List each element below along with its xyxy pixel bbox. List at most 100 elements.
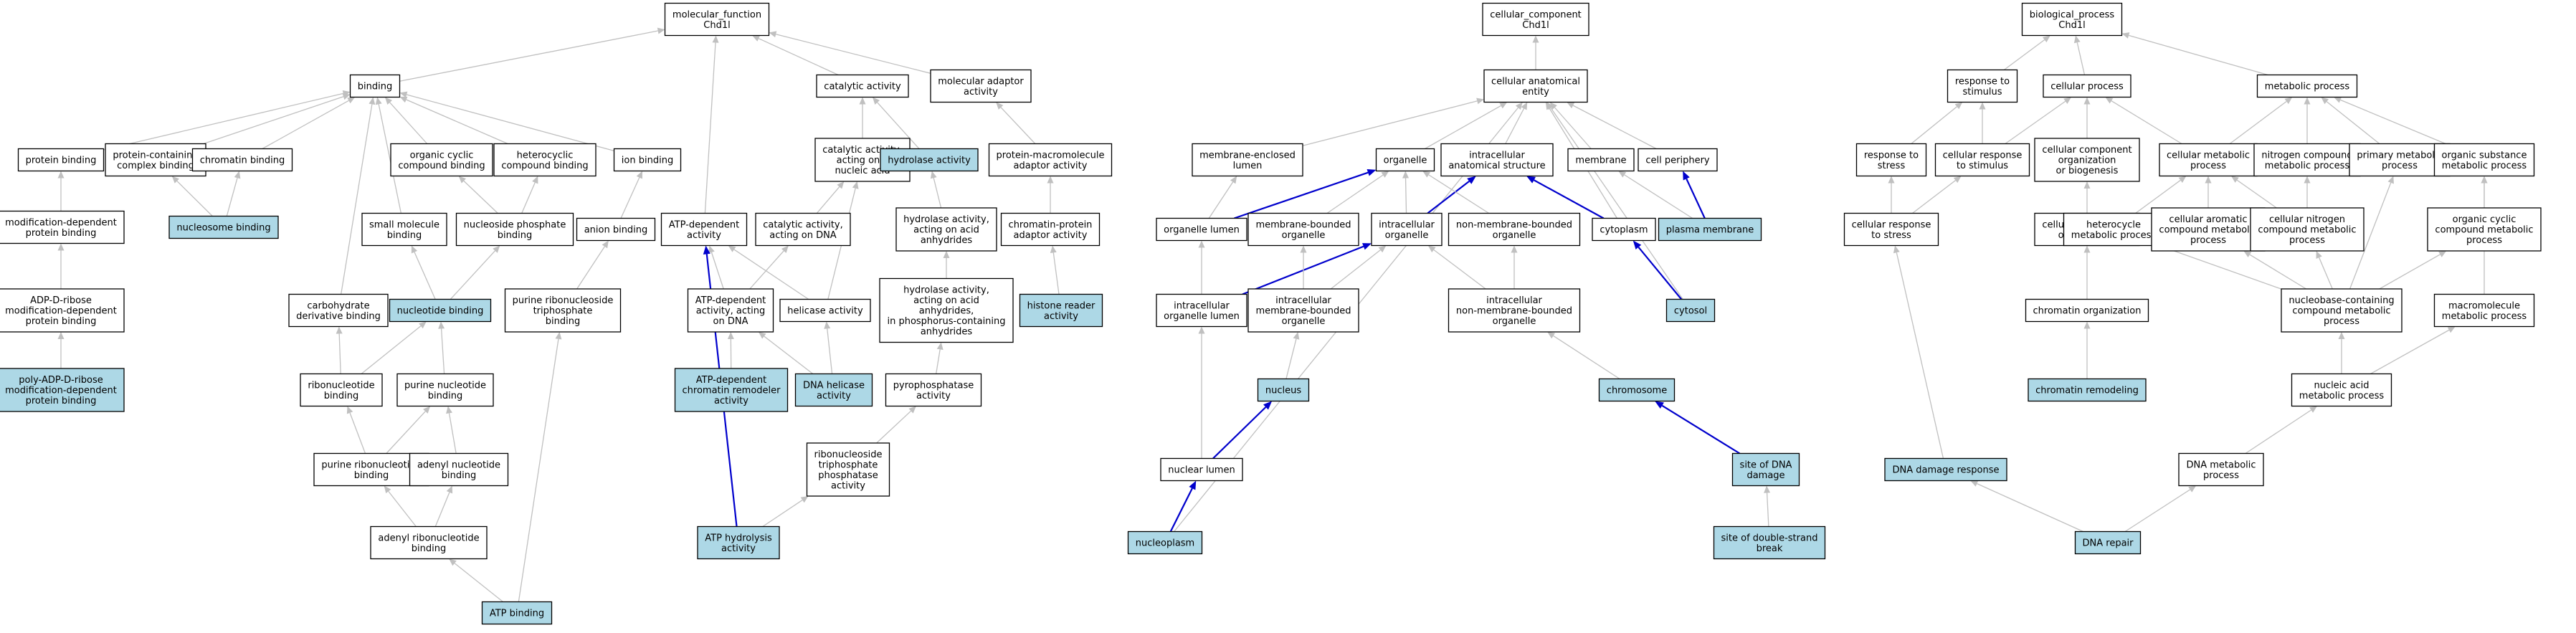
go-term-node-chromremodel[interactable]: chromatin remodeling [2028, 378, 2147, 402]
go-term-node-catalytic[interactable]: catalytic activity [816, 74, 909, 98]
go-term-node-intranonmemb[interactable]: intracellularnon-membrane-boundedorganel… [1448, 288, 1581, 333]
go-term-node-cytoplasm[interactable]: cytoplasm [1592, 217, 1656, 242]
edge-rntpase-to-pyrophos [876, 410, 912, 444]
go-term-node-hydacid[interactable]: hydrolase activity,acting on acidanhydri… [895, 207, 997, 252]
node-label-line: chromatin binding [200, 156, 285, 166]
go-term-node-nucleotide[interactable]: nucleotide binding [389, 298, 492, 323]
go-term-node-cytosol[interactable]: cytosol [1665, 298, 1716, 323]
go-term-node-catdna[interactable]: catalytic activity,acting on DNA [755, 212, 851, 247]
edge-nucleicacid-to-macromol [2370, 329, 2450, 375]
go-term-node-binding[interactable]: binding [349, 74, 401, 98]
go-term-node-cellperiphery[interactable]: cell periphery [1638, 148, 1718, 172]
go-term-node-polyadp[interactable]: poly-ADP-D-ribosemodification-dependentp… [0, 368, 125, 412]
node-box [455, 212, 574, 247]
go-term-node-proteinbinding[interactable]: protein binding [17, 148, 105, 172]
go-term-node-plasmamembrane[interactable]: plasma membrane [1658, 217, 1762, 242]
go-term-node-adpribose[interactable]: ADP-D-ribosemodification-dependentprotei… [0, 288, 125, 333]
go-term-node-organelle[interactable]: organelle [1375, 148, 1435, 172]
go-term-node-cellprocess[interactable]: cellular process [2043, 74, 2131, 98]
go-term-node-rntpase[interactable]: ribonucleosidetriphosphatephosphataseact… [806, 442, 890, 497]
go-term-node-hydphos[interactable]: hydrolase activity,acting on acidanhydri… [879, 277, 1014, 343]
go-term-node-metabolic[interactable]: metabolic process [2256, 74, 2358, 98]
go-term-node-atpbinding[interactable]: ATP binding [481, 601, 553, 625]
go-term-node-nucleus[interactable]: nucleus [1257, 378, 1310, 402]
arrowhead [234, 171, 241, 179]
go-term-node-chromatinbinding[interactable]: chromatin binding [191, 148, 293, 172]
go-term-node-membrane[interactable]: membrane [1567, 148, 1635, 172]
arrowhead [438, 321, 445, 329]
node-label-line: acting on acid [913, 295, 979, 306]
node-box [349, 74, 401, 98]
go-term-node-hydrolase[interactable]: hydrolase activity [880, 148, 979, 172]
edge-dnadamage-to-cellrespstress [1896, 252, 1944, 459]
go-term-node-dnadamage[interactable]: DNA damage response [1884, 457, 2007, 482]
go-term-node-chromosome[interactable]: chromosome [1598, 378, 1676, 402]
go-term-node-dnarepair[interactable]: DNA repair [2074, 530, 2142, 555]
arrowhead [1050, 245, 1057, 254]
go-term-node-nuclearlumen[interactable]: nuclear lumen [1160, 457, 1243, 482]
go-term-node-organellelumen[interactable]: organelle lumen [1156, 217, 1247, 242]
go-term-node-chromorg[interactable]: chromatin organization [2025, 298, 2149, 323]
go-term-node-ionbinding[interactable]: ion binding [613, 148, 682, 172]
node-label-line: phosphatase [818, 470, 878, 481]
arrowhead [419, 321, 427, 329]
arrowhead [728, 245, 736, 252]
go-term-node-nucleosome[interactable]: nucleosome binding [168, 215, 279, 239]
go-term-node-nucleoplasm[interactable]: nucleoplasm [1127, 530, 1203, 555]
node-box [2063, 212, 2164, 247]
go-term-node-helicase[interactable]: helicase activity [779, 298, 871, 323]
go-term-node-anion[interactable]: anion binding [576, 217, 656, 242]
